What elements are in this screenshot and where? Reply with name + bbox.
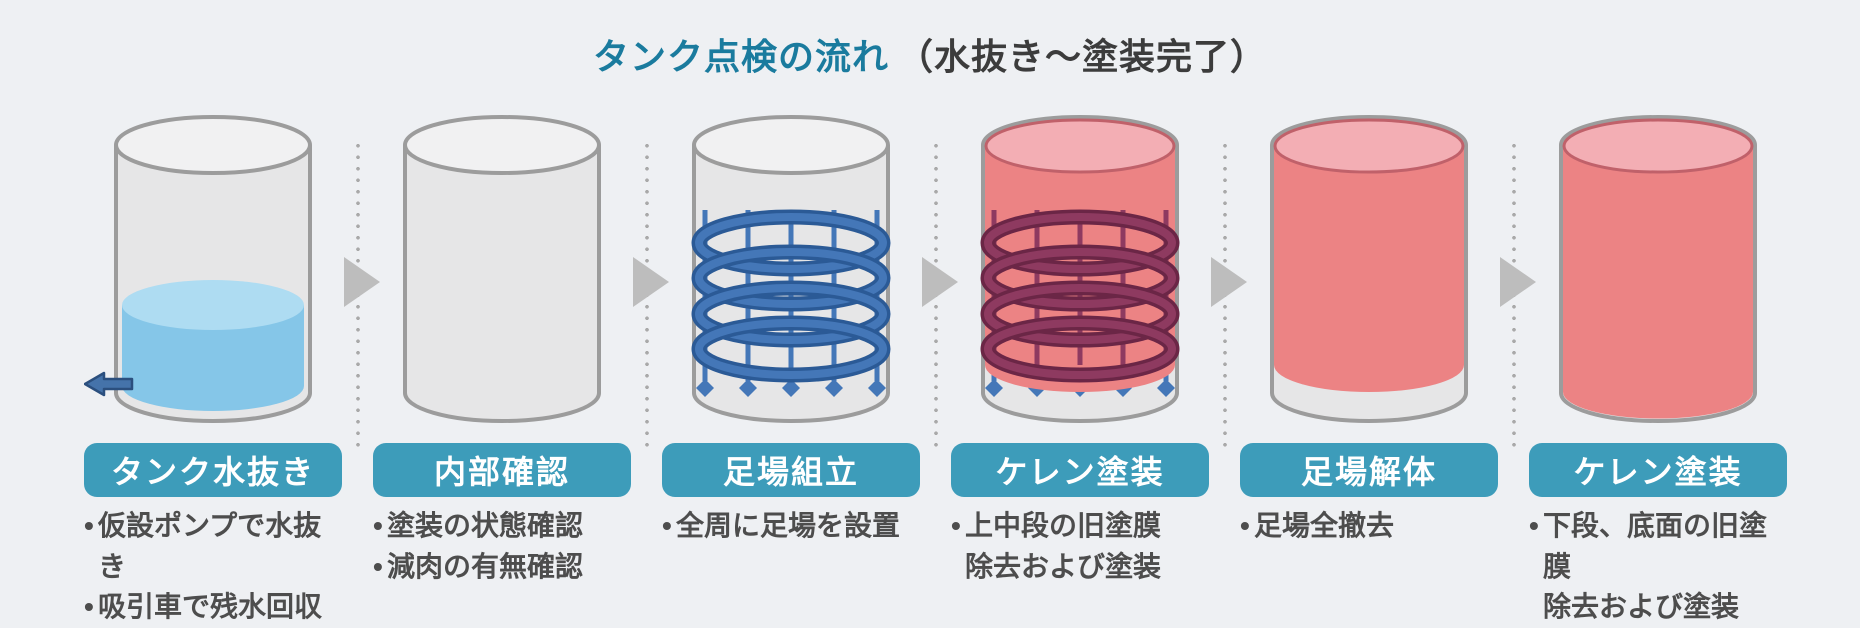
drain-arrow-icon <box>83 371 134 398</box>
next-step-arrow-icon <box>1500 257 1536 307</box>
stage-5: 足場解体 •足場全撤去 <box>1234 115 1504 628</box>
tank-illustration-empty <box>402 115 602 427</box>
bullet-dot: • <box>1240 510 1250 541</box>
page-title: タンク点検の流れ（水抜き〜塗装完了） <box>0 0 1860 84</box>
bullet-dot: • <box>84 510 94 541</box>
stage-notes: •足場全撤去 <box>1240 506 1500 547</box>
note-item: •吸引車で残水回収 <box>84 587 344 628</box>
note-item: •仮設ポンプで水抜き <box>84 506 344 587</box>
title-accent-text: タンク点検の流れ <box>592 36 889 77</box>
stage-separator <box>1211 115 1247 628</box>
bullet-dot: • <box>373 550 383 582</box>
bullet-dot: • <box>373 510 383 541</box>
stage-separator <box>344 115 380 628</box>
note-text: 吸引車で残水回収 <box>98 591 323 623</box>
stage-notes: •塗装の状態確認•減肉の有無確認 <box>373 506 633 587</box>
tank-illustration-painted-scaffold <box>980 115 1180 427</box>
next-step-arrow-icon <box>344 257 380 307</box>
stage-label: 内部確認 <box>373 443 631 497</box>
note-text: 下段、底面の旧塗膜除去および塗装 <box>1543 510 1768 623</box>
tank-illustration-water-drain <box>83 115 313 427</box>
stage-label: タンク水抜き <box>84 443 342 497</box>
stage-separator <box>633 115 669 628</box>
next-step-arrow-icon <box>633 257 669 307</box>
stage-label: ケレン塗装 <box>951 443 1209 497</box>
tank-illustration-painted-full <box>1558 115 1758 427</box>
process-flow: タンク水抜き•仮設ポンプで水抜き•吸引車で残水回収内部確認•塗装の状態確認•減肉… <box>0 84 1860 628</box>
stage-notes: •下段、底面の旧塗膜除去および塗装 <box>1529 506 1789 628</box>
stage-4: ケレン塗装 •上中段の旧塗膜除去および塗装 <box>945 115 1215 628</box>
bullet-dot: • <box>951 510 961 541</box>
note-text: 全周に足場を設置 <box>676 510 901 541</box>
next-step-arrow-icon <box>1211 257 1247 307</box>
note-item: •足場全撤去 <box>1240 506 1500 547</box>
note-item: •塗装の状態確認 <box>373 506 633 547</box>
stage-3: 足場組立 •全周に足場を設置 <box>656 115 926 628</box>
stage-label: 足場解体 <box>1240 443 1498 497</box>
note-item: •全周に足場を設置 <box>662 506 922 547</box>
bullet-dot: • <box>84 591 94 623</box>
stage-label: ケレン塗装 <box>1529 443 1787 497</box>
title-sub-text: （水抜き〜塗装完了） <box>897 36 1268 77</box>
bullet-dot: • <box>1529 510 1539 541</box>
note-text: 足場全撤去 <box>1254 510 1395 541</box>
note-item: •上中段の旧塗膜除去および塗装 <box>951 506 1211 587</box>
next-step-arrow-icon <box>922 257 958 307</box>
stage-separator <box>1500 115 1536 628</box>
stage-1: タンク水抜き•仮設ポンプで水抜き•吸引車で残水回収 <box>78 115 348 628</box>
tank-illustration-painted-partial <box>1269 115 1469 427</box>
stage-notes: •全周に足場を設置 <box>662 506 922 547</box>
bullet-dot: • <box>662 510 672 541</box>
tank-illustration-scaffold <box>691 115 891 427</box>
note-text: 上中段の旧塗膜除去および塗装 <box>965 510 1162 582</box>
stage-2: 内部確認•塗装の状態確認•減肉の有無確認 <box>367 115 637 628</box>
note-text: 減肉の有無確認 <box>387 550 584 582</box>
note-text: 仮設ポンプで水抜き <box>98 510 322 582</box>
stage-label: 足場組立 <box>662 443 920 497</box>
stage-separator <box>922 115 958 628</box>
note-item: •減肉の有無確認 <box>373 547 633 588</box>
note-text: 塗装の状態確認 <box>387 510 584 541</box>
stage-6: ケレン塗装 •下段、底面の旧塗膜除去および塗装 <box>1523 115 1793 628</box>
note-item: •下段、底面の旧塗膜除去および塗装 <box>1529 506 1789 628</box>
stage-notes: •仮設ポンプで水抜き•吸引車で残水回収 <box>84 506 344 628</box>
stage-notes: •上中段の旧塗膜除去および塗装 <box>951 506 1211 587</box>
